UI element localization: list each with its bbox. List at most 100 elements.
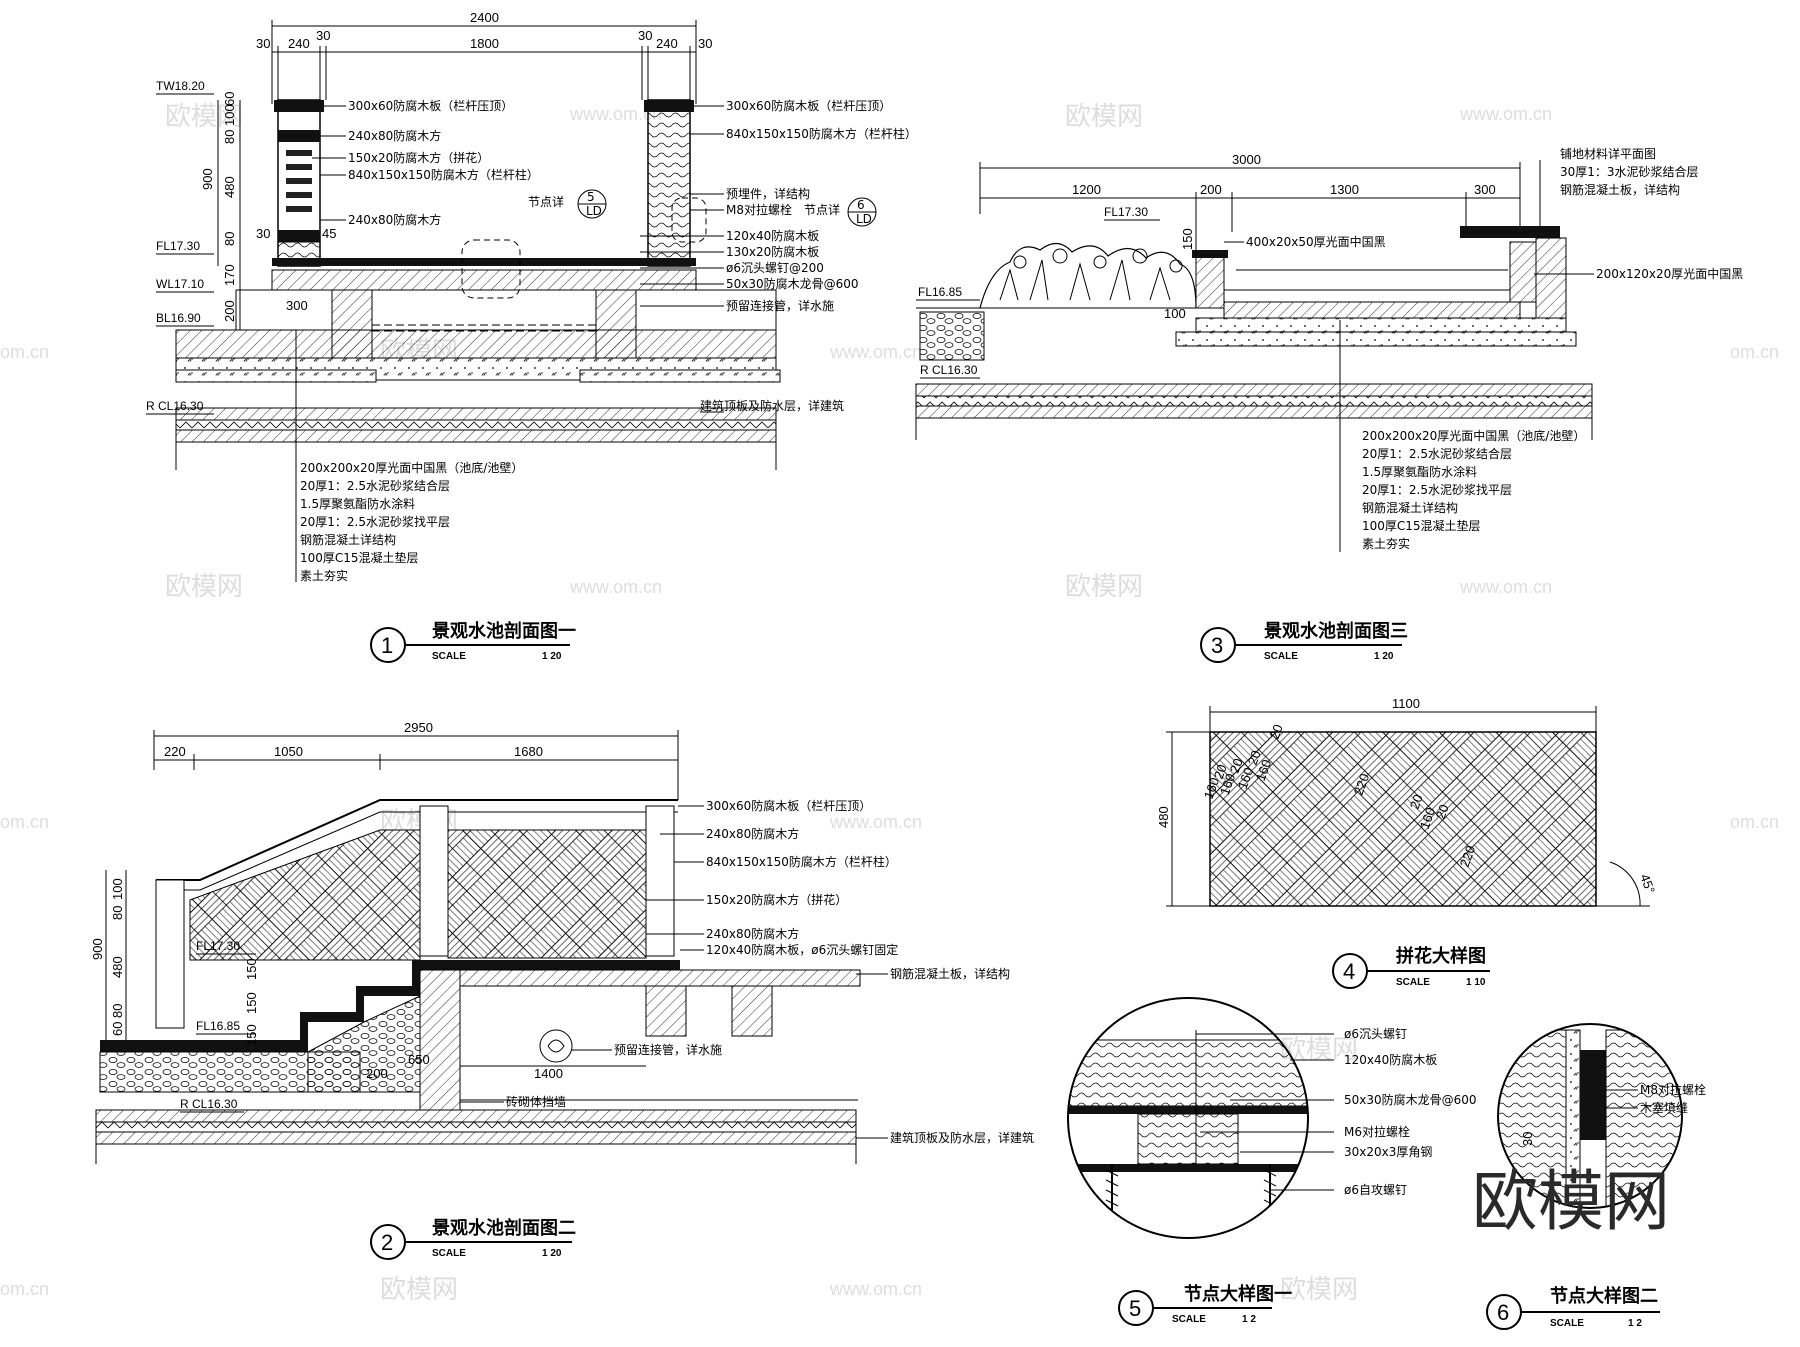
svg-text:M8对拉螺栓: M8对拉螺栓 (1640, 1082, 1706, 1097)
watermark-url: om.cn (0, 342, 49, 362)
svg-text:20: 20 (1245, 748, 1264, 767)
svg-text:840x150x150防腐木方（栏杆柱）: 840x150x150防腐木方（栏杆柱） (726, 126, 917, 141)
svg-text:240x80防腐木方: 240x80防腐木方 (348, 128, 441, 143)
svg-text:80: 80 (110, 1004, 125, 1018)
section-number: 2 (381, 1230, 393, 1255)
svg-text:ø6沉头螺钉: ø6沉头螺钉 (1344, 1027, 1407, 1041)
svg-text:160: 160 (1253, 758, 1275, 784)
dimension-1100: 1100 (1392, 696, 1420, 711)
dimension-3000: 3000 (1232, 152, 1261, 167)
section-number: 5 (1129, 1296, 1141, 1321)
svg-text:220: 220 (1351, 772, 1373, 798)
watermark-url: om.cn (1730, 342, 1779, 362)
watermark-url: om.cn (0, 812, 49, 832)
svg-text:木塞填缝: 木塞填缝 (1640, 1100, 1688, 1115)
svg-text:220: 220 (1457, 844, 1479, 870)
svg-text:240: 240 (288, 36, 310, 51)
dimension-2950: 2950 (404, 720, 433, 735)
svg-text:150x20防腐木方（拼花）: 150x20防腐木方（拼花） (348, 150, 489, 165)
svg-text:节点详: 节点详 (804, 202, 840, 217)
svg-text:240: 240 (656, 36, 678, 51)
svg-text:220: 220 (164, 744, 186, 759)
watermark-url: www.om.cn (569, 104, 662, 124)
svg-text:30: 30 (698, 36, 712, 51)
svg-text:900: 900 (90, 938, 105, 960)
section-title: 景观水池剖面图一 (432, 620, 576, 642)
section-5-title-block: 5 节点大样图一 SCALE 1 2 (1118, 1283, 1292, 1326)
section-scale: 1 20 (542, 1248, 562, 1259)
svg-text:建筑顶板及防水层，详建筑: 建筑顶板及防水层，详建筑 (700, 398, 844, 413)
svg-text:20厚1：2.5水泥砂浆结合层: 20厚1：2.5水泥砂浆结合层 (300, 478, 450, 493)
watermark-url: www.om.cn (829, 812, 922, 832)
svg-text:100厚C15混凝土垫层: 100厚C15混凝土垫层 (300, 550, 419, 565)
svg-text:130x20防腐木板: 130x20防腐木板 (726, 244, 819, 259)
watermark-url: om.cn (0, 1279, 49, 1299)
level-fl: FL16.85 (918, 285, 962, 299)
pattern-dimension-labels: 160 20 160 20 160 20 160 20 220 20 160 2… (1201, 722, 1479, 869)
svg-text:300x60防腐木板（栏杆压顶）: 300x60防腐木板（栏杆压顶） (706, 798, 871, 813)
svg-text:素土夯实: 素土夯实 (300, 568, 348, 583)
level-bl: BL16.90 (156, 311, 201, 325)
section-title: 景观水池剖面图二 (432, 1217, 576, 1239)
svg-text:20: 20 (1211, 762, 1230, 781)
svg-text:1.5厚聚氨酯防水涂料: 1.5厚聚氨酯防水涂料 (1362, 464, 1477, 479)
section-scale: 1 20 (542, 651, 562, 662)
svg-text:20: 20 (1407, 792, 1426, 811)
svg-text:160: 160 (1217, 772, 1239, 798)
svg-text:20: 20 (1433, 802, 1452, 821)
svg-text:650: 650 (408, 1052, 430, 1067)
watermark-url: www.om.cn (829, 1279, 922, 1299)
svg-text:SCALE: SCALE (1396, 977, 1430, 988)
watermark-text: 欧模网 (165, 572, 243, 602)
svg-text:300x60防腐木板（栏杆压顶）: 300x60防腐木板（栏杆压顶） (348, 98, 513, 113)
svg-text:150: 150 (244, 1024, 259, 1046)
section-scale: 1 2 (1242, 1314, 1256, 1325)
level-fl: FL16.85 (196, 1019, 240, 1033)
watermark-url: www.om.cn (1459, 104, 1552, 124)
section-title: 节点大样图二 (1550, 1285, 1658, 1307)
svg-text:LD: LD (856, 212, 872, 226)
svg-text:30x20x3厚角钢: 30x20x3厚角钢 (1344, 1145, 1432, 1159)
svg-text:30: 30 (1520, 1132, 1535, 1146)
svg-text:80: 80 (222, 232, 237, 246)
svg-text:30: 30 (316, 28, 330, 43)
svg-text:钢筋混凝土板，详结构: 钢筋混凝土板，详结构 (1560, 182, 1680, 197)
svg-text:30: 30 (638, 28, 652, 43)
watermark-layer: 欧模网 欧模网 欧模网 欧模网 欧模网 欧模网 欧模网 欧模网 欧模网 www.… (0, 102, 1779, 1305)
section-scale: 1 10 (1466, 977, 1486, 988)
svg-text:100: 100 (222, 104, 237, 126)
svg-text:240x80防腐木方: 240x80防腐木方 (706, 826, 799, 841)
svg-text:45°: 45° (1637, 872, 1658, 896)
svg-text:素土夯实: 素土夯实 (1362, 536, 1410, 551)
svg-text:SCALE: SCALE (1550, 1318, 1584, 1329)
svg-text:SCALE: SCALE (1264, 651, 1298, 662)
watermark-text: 欧模网 (380, 1275, 458, 1305)
svg-text:20: 20 (1267, 722, 1286, 741)
svg-text:预留连接管，详水施: 预留连接管，详水施 (726, 298, 834, 313)
level-cl: R CL16.30 (180, 1097, 238, 1111)
svg-text:150x20防腐木方（拼花）: 150x20防腐木方（拼花） (706, 892, 847, 907)
svg-text:200x200x20厚光面中国黑（池底/池壁）: 200x200x20厚光面中国黑（池底/池壁） (300, 460, 523, 475)
svg-text:30: 30 (256, 226, 270, 241)
svg-text:160: 160 (1417, 806, 1439, 832)
svg-text:LD: LD (586, 204, 602, 218)
svg-text:SCALE: SCALE (432, 651, 466, 662)
svg-text:20厚1：2.5水泥砂浆找平层: 20厚1：2.5水泥砂浆找平层 (1362, 482, 1512, 497)
svg-text:1400: 1400 (534, 1066, 563, 1081)
svg-text:300: 300 (1474, 182, 1496, 197)
section-1-drawing: 2400 30 240 30 1800 30 240 30 (146, 10, 917, 583)
watermark-text: 欧模网 (1065, 102, 1143, 132)
svg-text:480: 480 (222, 176, 237, 198)
svg-text:200: 200 (366, 1066, 388, 1081)
svg-text:节点详: 节点详 (528, 194, 564, 209)
section-2-title-block: 2 景观水池剖面图二 SCALE 1 20 (370, 1217, 576, 1260)
level-wl: WL17.10 (156, 277, 204, 291)
section-number: 6 (1497, 1300, 1509, 1325)
svg-text:150: 150 (244, 992, 259, 1014)
watermark-text: 欧模网 (165, 102, 243, 132)
section-4-drawing: 1100 480 45° 160 20 160 20 160 20 160 20… (1156, 696, 1658, 907)
level-fl: FL17.30 (1104, 205, 1148, 219)
svg-text:200: 200 (1200, 182, 1222, 197)
svg-text:45: 45 (322, 226, 336, 241)
